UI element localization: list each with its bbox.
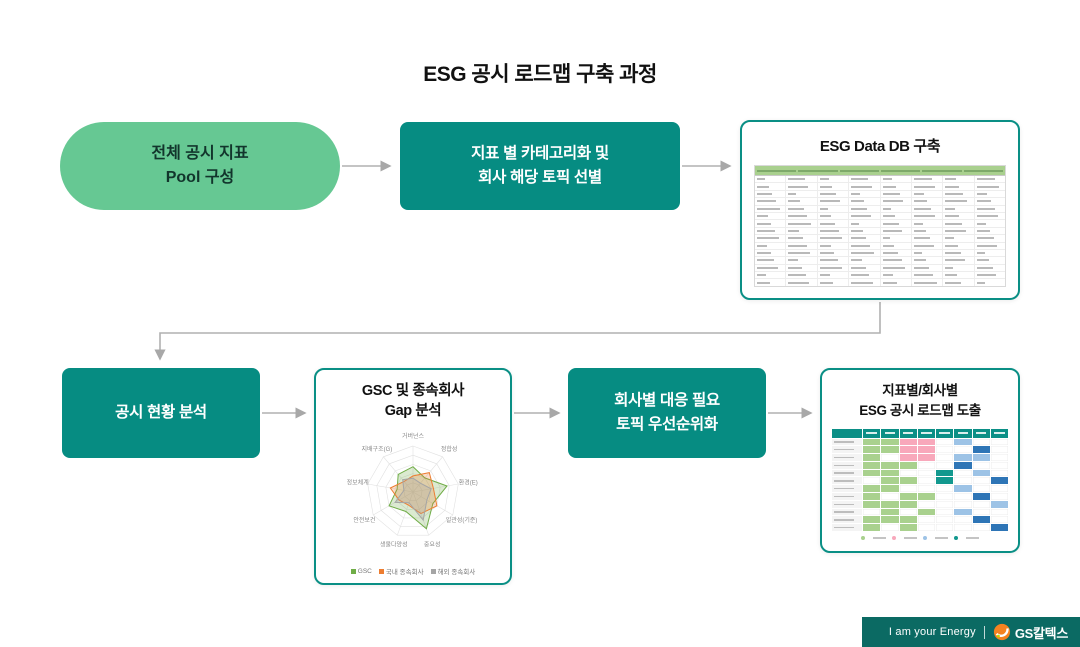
node-categorization: 지표 별 카테고리화 및 회사 해당 토픽 선별 [400, 122, 680, 210]
node-topic-prioritization: 회사별 대응 필요 토픽 우선순위화 [568, 368, 766, 458]
card-roadmap-title: 지표별/회사별 ESG 공시 로드맵 도출 [822, 381, 1018, 422]
svg-text:지배구조(G): 지배구조(G) [362, 445, 393, 453]
roadmap-grid-thumbnail [832, 428, 1008, 541]
svg-text:생물다양성: 생물다양성 [380, 540, 408, 548]
roadmap-grid-header [832, 428, 1008, 438]
roadmap-grid-legend [832, 536, 1008, 541]
footer-divider [983, 625, 985, 639]
node-pool-line1: 전체 공시 지표 [151, 145, 249, 162]
svg-text:정보체계: 정보체계 [347, 478, 369, 486]
footer-slogan: I am your Energy [888, 626, 976, 638]
card-gap-title-line1: GSC 및 종속회사 [361, 383, 465, 399]
node-analysis-label: 공시 현황 분석 [115, 403, 207, 421]
svg-text:정합성: 정합성 [441, 445, 458, 453]
footer-brand-name: GS칼텍스 [1014, 625, 1068, 641]
svg-text:일관성(기준): 일관성(기준) [446, 516, 478, 524]
page-title: ESG 공시 로드맵 구축 과정 [423, 63, 657, 86]
db-spreadsheet-header [755, 166, 1005, 176]
footer-brand: GS칼텍스 [993, 623, 1068, 642]
svg-text:환경(E): 환경(E) [459, 478, 478, 486]
card-esg-data-db-title: ESG Data DB 구축 [819, 138, 941, 155]
db-spreadsheet-rows [755, 176, 1005, 286]
db-spreadsheet-thumbnail [754, 165, 1006, 287]
card-roadmap-title-line1: 지표별/회사별 [882, 383, 958, 398]
svg-text:안전보건: 안전보건 [353, 516, 375, 524]
card-gap-analysis-title: GSC 및 종속회사 Gap 분석 [316, 381, 510, 422]
card-esg-data-db: ESG Data DB 구축 [740, 120, 1020, 300]
node-pool-composition: 전체 공시 지표 Pool 구성 [60, 122, 340, 210]
node-disclosure-status-analysis: 공시 현황 분석 [62, 368, 260, 458]
node-priority-line1: 회사별 대응 필요 [614, 391, 720, 409]
gs-logo-icon [993, 623, 1010, 641]
svg-text:중요성: 중요성 [424, 540, 441, 548]
card-roadmap-output: 지표별/회사별 ESG 공시 로드맵 도출 [820, 368, 1020, 553]
footer-brand-bar: I am your Energy GS칼텍스 [862, 617, 1080, 647]
node-priority-line2: 토픽 우선순위화 [616, 416, 718, 433]
node-pool-line2: Pool 구성 [165, 169, 235, 186]
node-categorization-line1: 지표 별 카테고리화 및 [471, 144, 609, 162]
card-gap-title-line2: Gap 분석 [384, 403, 442, 420]
card-roadmap-title-line2: ESG 공시 로드맵 도출 [859, 403, 981, 419]
roadmap-grid-body [832, 438, 1008, 532]
svg-text:거버넌스: 거버넌스 [402, 431, 425, 439]
node-categorization-line2: 회사 해당 토픽 선별 [478, 169, 602, 186]
